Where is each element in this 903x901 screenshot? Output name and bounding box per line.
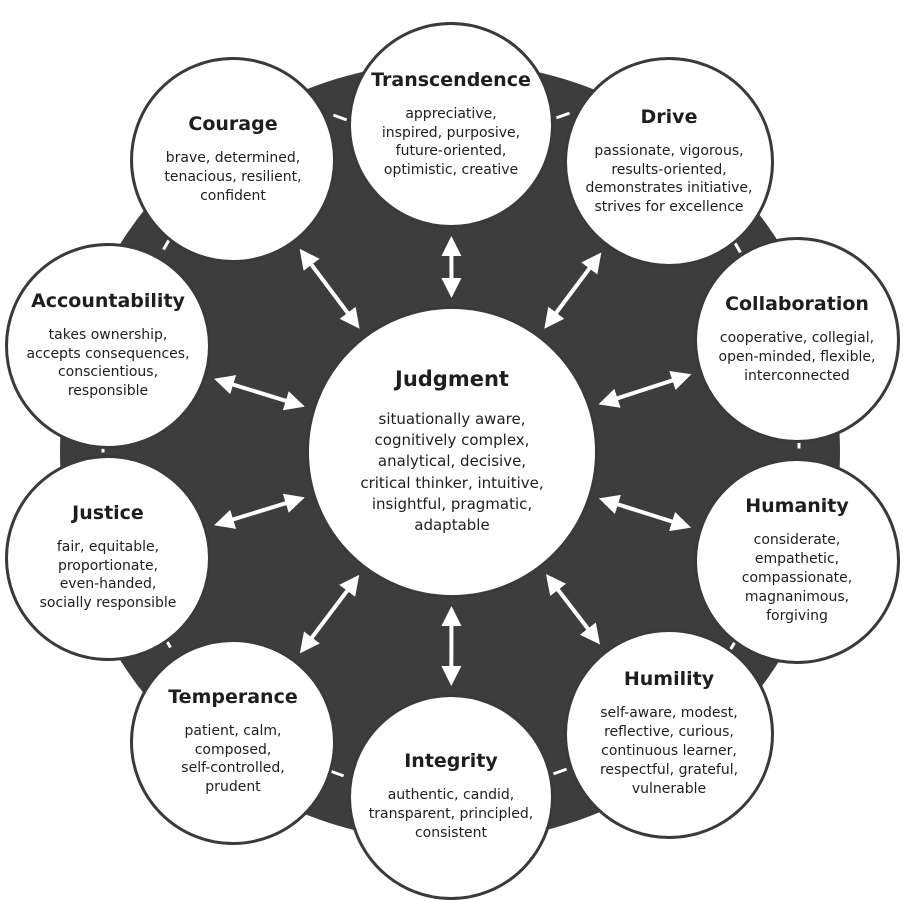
courage-node: Courage brave, determined, tenacious, re…	[130, 57, 336, 263]
transcendence-description: appreciative, inspired, purposive, futur…	[381, 105, 521, 179]
justice-title: Justice	[72, 501, 144, 524]
accountability-node: Accountability takes ownership, accepts …	[5, 243, 211, 449]
transcendence-title: Transcendence	[371, 68, 531, 91]
justice-node: Justice fair, equitable, proportionate, …	[5, 455, 211, 661]
arrow-judgment-collaboration	[598, 370, 692, 408]
arrow-judgment-accountability	[214, 375, 305, 411]
transcendence-node: Transcendence appreciative, inspired, pu…	[348, 22, 554, 228]
arrow-judgment-temperance	[299, 574, 360, 654]
judgment-description: situationally aware, cognitively complex…	[360, 409, 544, 535]
collaboration-title: Collaboration	[725, 293, 869, 316]
integrity-title: Integrity	[404, 750, 498, 773]
humility-title: Humility	[623, 668, 715, 691]
humanity-title: Humanity	[745, 495, 849, 518]
drive-title: Drive	[640, 105, 698, 128]
judgment-node: Judgment situationally aware, cognitivel…	[306, 306, 598, 598]
temperance-node: Temperance patient, calm, composed, self…	[130, 639, 336, 845]
collaboration-description: cooperative, collegial, open-minded, fle…	[718, 330, 876, 384]
temperance-description: patient, calm, composed, self-controlled…	[181, 722, 285, 796]
arrow-judgment-humility	[545, 574, 601, 645]
collaboration-node: Collaboration cooperative, collegial, op…	[694, 237, 900, 443]
integrity-description: authentic, candid, transparent, principl…	[368, 787, 534, 841]
integrity-node: Integrity authentic, candid, transparent…	[348, 694, 554, 900]
humility-description: self-aware, modest, reflective, curious,…	[599, 705, 739, 797]
justice-description: fair, equitable, proportionate, even-han…	[39, 538, 177, 612]
humanity-description: considerate, empathetic, compassionate, …	[741, 532, 853, 624]
drive-node: Drive passionate, vigorous, results-orie…	[564, 57, 774, 267]
temperance-title: Temperance	[168, 685, 298, 708]
arrow-judgment-justice	[214, 493, 305, 529]
accountability-description: takes ownership, accepts consequences, c…	[26, 326, 190, 400]
humanity-node: Humanity considerate, empathetic, compas…	[694, 458, 900, 664]
arrow-judgment-humanity	[598, 494, 692, 532]
arrow-judgment-courage	[299, 248, 360, 329]
drive-description: passionate, vigorous, results-oriented, …	[585, 142, 753, 216]
accountability-title: Accountability	[31, 289, 185, 312]
judgment-title: Judgment	[395, 366, 509, 391]
courage-title: Courage	[188, 113, 278, 136]
arrow-judgment-drive	[544, 252, 602, 329]
humility-node: Humility self-aware, modest, reflective,…	[564, 629, 774, 839]
courage-description: brave, determined, tenacious, resilient,…	[164, 150, 302, 204]
